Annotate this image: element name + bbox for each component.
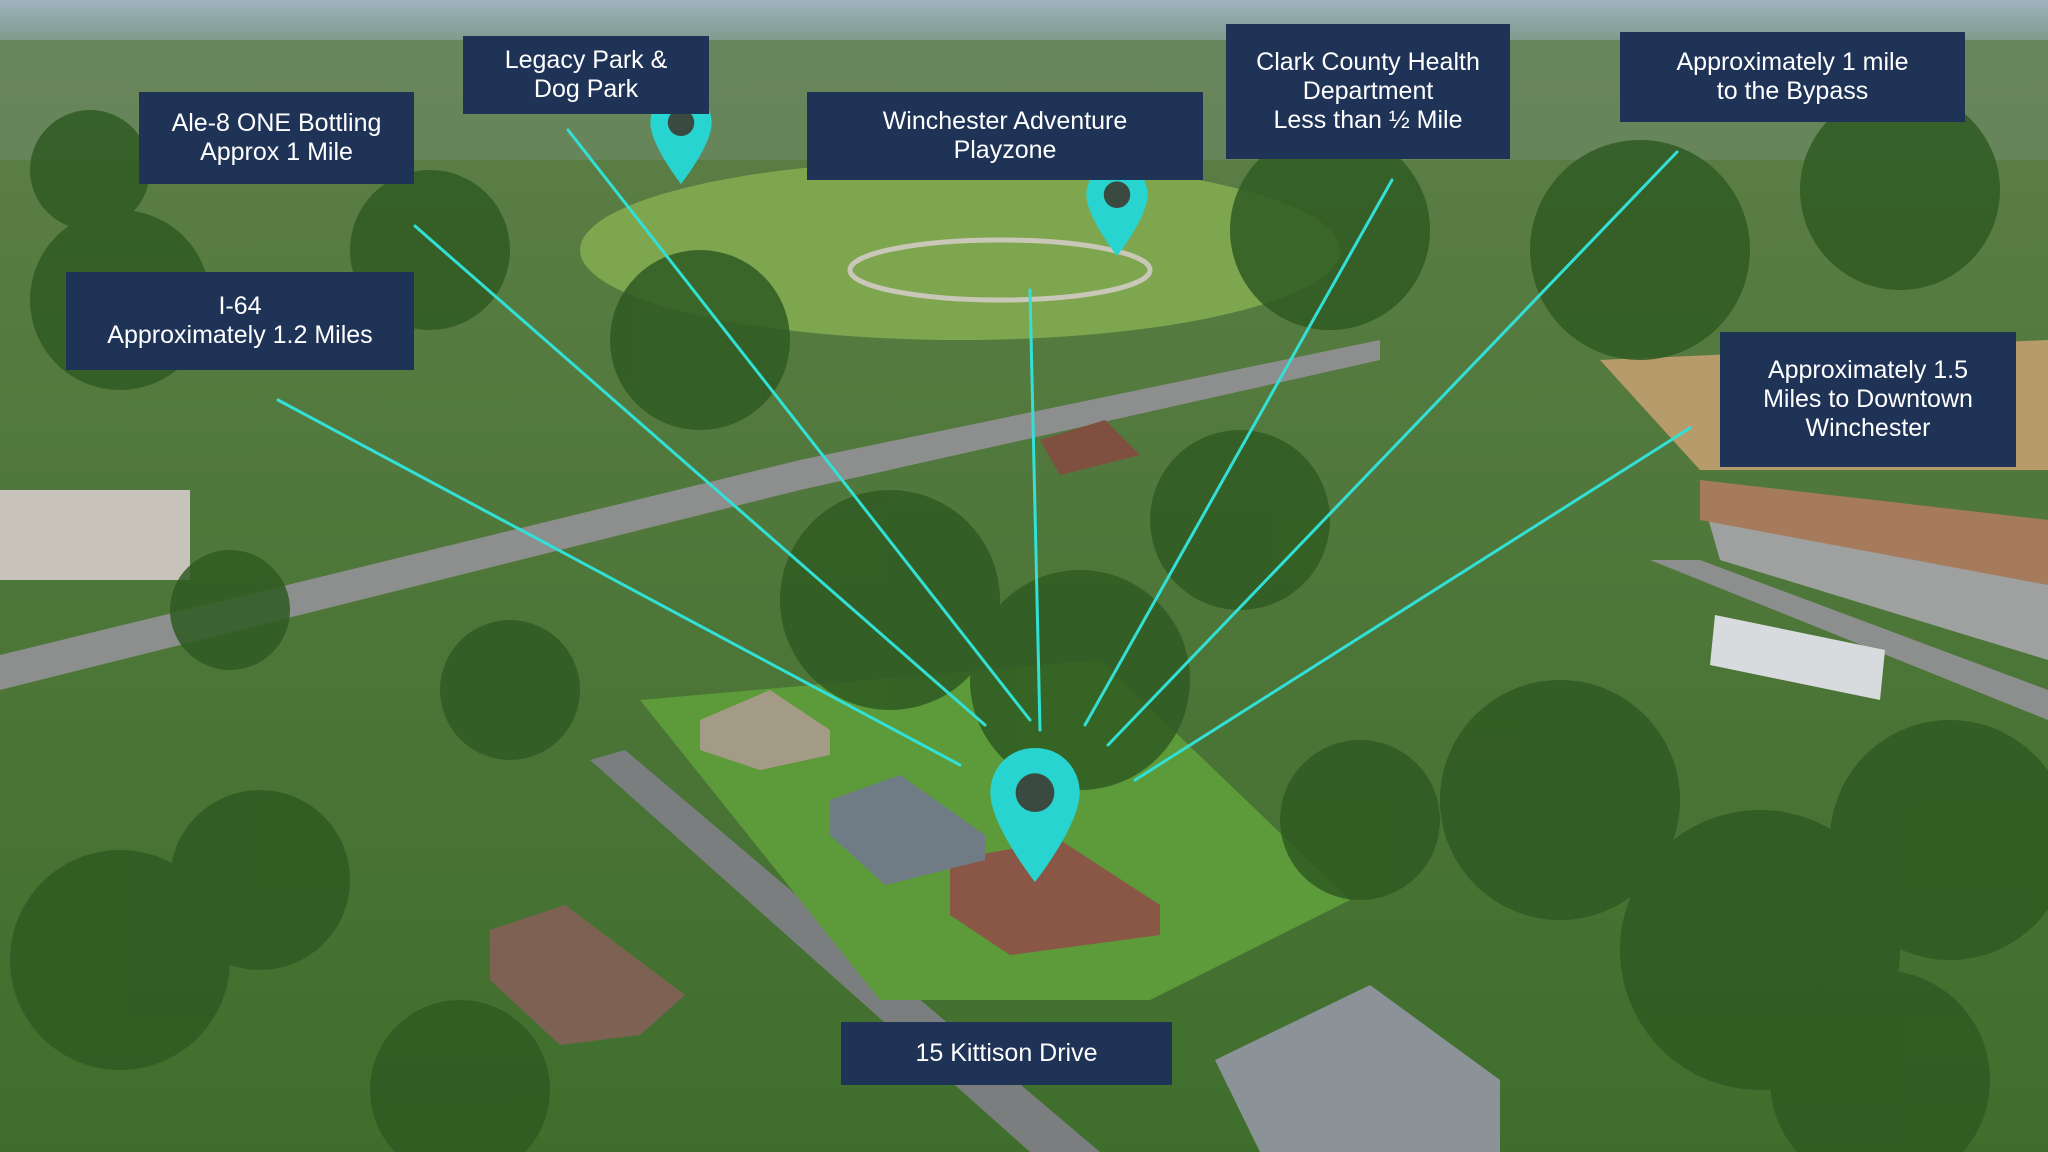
- warehouse-roof: [1710, 615, 1885, 700]
- strip-mall: [1700, 480, 2048, 585]
- label-line: Playzone: [953, 136, 1057, 164]
- park-loop: [847, 237, 1153, 303]
- label-line: Approx 1 Mile: [200, 138, 353, 166]
- label-line: Legacy Park &: [504, 46, 668, 74]
- house-roof-3: [490, 905, 685, 1045]
- connector-lines: [276, 128, 1692, 782]
- map-pin-icon: [650, 92, 712, 184]
- connector-health-department: [1083, 178, 1394, 727]
- label-property: 15 Kittison Drive: [841, 1022, 1172, 1085]
- side-road: [1650, 560, 2048, 720]
- label-i64: I-64 Approximately 1.2 Miles: [66, 272, 414, 370]
- label-line: 15 Kittison Drive: [915, 1039, 1098, 1067]
- house-roof-neighbor: [830, 775, 985, 885]
- connector-i64: [276, 398, 962, 767]
- label-ale8: Ale-8 ONE Bottling Approx 1 Mile: [139, 92, 414, 184]
- left-building: [0, 490, 190, 580]
- label-line: Department: [1302, 77, 1434, 105]
- label-bypass: Approximately 1 mile to the Bypass: [1620, 32, 1965, 122]
- map-pin-icon: [990, 747, 1080, 883]
- label-adventure-playzone: Winchester Adventure Playzone: [807, 92, 1203, 180]
- tree-canopy: [10, 90, 2048, 1152]
- label-line: Ale-8 ONE Bottling: [171, 109, 382, 137]
- house-roof-5: [1040, 420, 1140, 475]
- main-road: [0, 340, 1380, 690]
- label-line: Miles to Downtown: [1763, 385, 1973, 413]
- label-line: Approximately 1 mile: [1676, 48, 1909, 76]
- label-line: Less than ½ Mile: [1273, 106, 1463, 134]
- label-line: Approximately 1.5: [1767, 356, 1969, 384]
- label-line: Clark County Health: [1256, 48, 1480, 76]
- label-line: Winchester: [1805, 414, 1931, 442]
- connector-ale8: [413, 224, 987, 727]
- label-line: Winchester Adventure: [882, 107, 1128, 135]
- connector-downtown: [1133, 426, 1692, 782]
- connector-bypass: [1106, 150, 1679, 747]
- label-line: Dog Park: [533, 75, 639, 103]
- map-pin-icon: [1086, 164, 1148, 256]
- connector-legacy-park: [566, 128, 1032, 722]
- label-line: I-64: [218, 292, 262, 320]
- house-roof-4: [1215, 985, 1500, 1152]
- label-line: Approximately 1.2 Miles: [107, 321, 373, 349]
- house-roof-main: [950, 840, 1160, 955]
- label-downtown: Approximately 1.5 Miles to Downtown Winc…: [1720, 332, 2016, 467]
- house-roof-2: [700, 690, 830, 770]
- label-line: to the Bypass: [1716, 77, 1869, 105]
- connector-adventure-playzone: [1028, 288, 1042, 732]
- label-health-department: Clark County Health Department Less than…: [1226, 24, 1510, 159]
- label-legacy-park: Legacy Park & Dog Park: [463, 36, 709, 114]
